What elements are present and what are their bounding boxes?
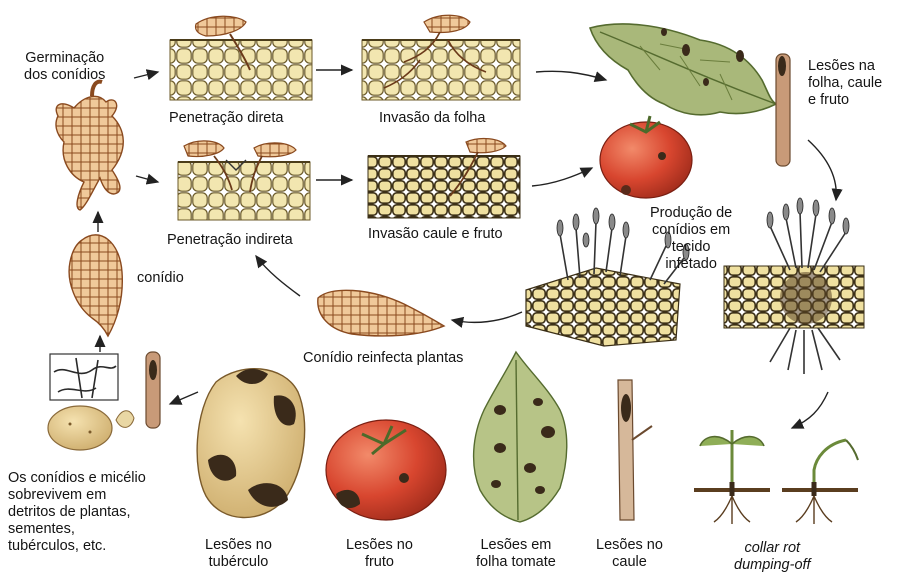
arrow-reinfect-to-indirect [256, 256, 300, 296]
leaf-invasion-tissue [362, 15, 520, 100]
label-conidium: conídio [137, 270, 184, 287]
label-fruit-lesions: Lesões nofruto [346, 537, 413, 571]
seedlings-icon [694, 430, 858, 524]
label-survival: Os conídios e micéliosobrevivem emdetrit… [8, 470, 146, 555]
arrow-lesions-to-production [808, 140, 836, 200]
label-collar-rot: collar rotdumping-off [734, 540, 811, 574]
arrow-to-direct [134, 72, 158, 78]
tomato-icon [600, 116, 692, 198]
potato-tuber-icon [197, 369, 305, 518]
arrow-to-indirect [136, 176, 158, 182]
label-conidia-production: Produção deconídios emtecidoinfetado [650, 205, 732, 273]
tomato-fruit-icon [326, 420, 446, 520]
arrow-leaf-invasion-to-lesions [536, 71, 606, 80]
conidium-icon [69, 235, 122, 336]
label-reinfection: Conídio reinfecta plantas [303, 350, 463, 367]
germinating-conidium-icon [56, 82, 123, 210]
label-leaf-invasion: Invasão da folha [379, 110, 485, 127]
label-germination: Germinaçãodos conídios [24, 50, 105, 84]
arrow-production-to-collar [792, 392, 828, 428]
direct-penetration-tissue [170, 16, 312, 100]
label-tuber-lesions: Lesões notubérculo [205, 537, 272, 571]
tomato-leaf-icon [474, 352, 567, 522]
stem-fruit-invasion-tissue [368, 139, 520, 218]
label-indirect-penetration: Penetração indireta [167, 232, 293, 249]
label-tomato-leaf-lesions: Lesões emfolha tomate [476, 537, 556, 571]
stem-lesion-icon [618, 380, 652, 520]
arrow-tuber-to-survival [170, 392, 198, 404]
survival-debris-icon [48, 352, 160, 450]
label-leaf-stem-fruit-lesions: Lesões nafolha, caulee fruto [808, 58, 882, 109]
label-direct-penetration: Penetração direta [169, 110, 283, 127]
reinfecting-conidium-icon [318, 290, 444, 336]
indirect-penetration-tissue [178, 141, 310, 220]
arrow-stem-invasion-to-fruit [532, 168, 592, 186]
spore-production-tissue-right [724, 198, 864, 374]
arrow-spores-to-reinfect [452, 312, 522, 322]
label-stem-lesions: Lesões nocaule [596, 537, 663, 571]
label-stem-fruit-invasion: Invasão caule e fruto [368, 226, 503, 243]
